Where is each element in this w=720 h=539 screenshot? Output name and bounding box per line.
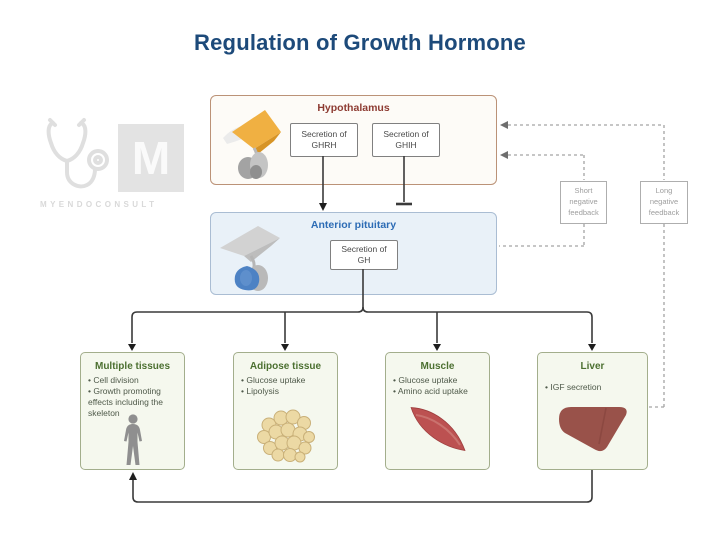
multiple-tissues-bullets: Cell division Growth promoting effects i… — [88, 375, 180, 419]
bullet-item: Amino acid uptake — [393, 386, 485, 397]
page-title: Regulation of Growth Hormone — [194, 30, 526, 55]
adipose-tissue-box: Adipose tissue Glucose uptake Lipolysis — [233, 352, 338, 470]
muscle-title: Muscle — [420, 361, 455, 372]
feedback-arrowheads — [500, 121, 508, 159]
muscle-bullets: Glucose uptake Amino acid uptake — [393, 375, 485, 397]
liver-box: Liver IGF secretion — [537, 352, 648, 470]
liver-bullets: IGF secretion — [545, 382, 643, 393]
bullet-item: Growth promoting effects including the s… — [88, 386, 180, 419]
ghrh-arrowhead — [319, 203, 327, 211]
hypothalamus-panel: Hypothalamus Secretion of GHRH Secretion… — [210, 95, 497, 185]
liver-icon — [558, 407, 627, 452]
muscle-box: Muscle Glucose uptake Amino acid uptake — [385, 352, 490, 470]
multiple-tissues-title: Multiple tissues — [94, 361, 170, 372]
stethoscope-icon — [46, 118, 109, 189]
fat-cells-icon — [256, 409, 315, 463]
liver-title: Liver — [580, 361, 605, 372]
short-negative-feedback-box: Short negative feedback — [560, 181, 607, 224]
long-negative-feedback-box: Long negative feedback — [640, 181, 688, 224]
multiple-tissues-box: Multiple tissues Cell division Growth pr… — [80, 352, 185, 470]
secretion-of-ghrh-box: Secretion of GHRH — [290, 123, 358, 157]
igf-feedback-line — [132, 470, 593, 503]
watermark-brand: MYENDOCONSULT — [40, 200, 158, 209]
anterior-pituitary-title: Anterior pituitary — [310, 219, 397, 231]
anterior-pituitary-panel: Anterior pituitary Secretion of GH — [210, 212, 497, 295]
hypothalamus-title: Hypothalamus — [317, 102, 390, 114]
adipose-tissue-title: Adipose tissue — [249, 361, 322, 372]
anterior-pituitary-icon — [220, 226, 280, 291]
muscle-fiber-icon — [410, 407, 466, 451]
adipose-tissue-bullets: Glucose uptake Lipolysis — [241, 375, 333, 397]
hypothalamus-icon — [223, 110, 281, 179]
m-badge: M — [118, 124, 184, 192]
bullet-item: IGF secretion — [545, 382, 643, 393]
secretion-of-gh-box: Secretion of GH — [330, 240, 398, 270]
bullet-item: Cell division — [88, 375, 180, 386]
bullet-item: Glucose uptake — [393, 375, 485, 386]
bullet-item: Glucose uptake — [241, 375, 333, 386]
secretion-of-ghih-box: Secretion of GHIH — [372, 123, 440, 157]
gh-branch-arrowheads — [128, 344, 596, 351]
igf-arrowhead — [129, 472, 137, 480]
human-body-icon — [123, 414, 142, 465]
watermark: M MYENDOCONSULT — [38, 114, 190, 216]
bullet-item: Lipolysis — [241, 386, 333, 397]
